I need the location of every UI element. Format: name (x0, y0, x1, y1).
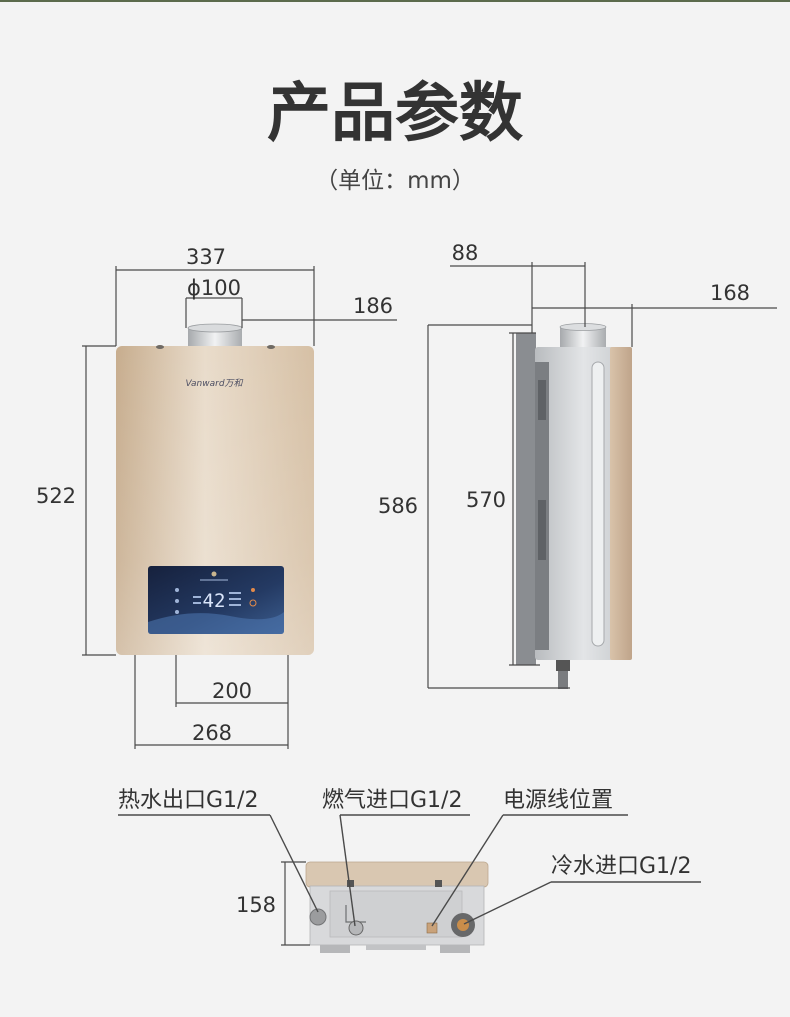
front-left-knob (156, 345, 164, 349)
display-indicator-2 (193, 602, 201, 604)
power-cord-leader (431, 814, 504, 927)
front-view: Vanward万和 42 337 ϕ100 186 522 (36, 245, 397, 749)
gas-inlet-fitting (348, 920, 364, 936)
bottom-skirt (366, 945, 426, 950)
hot-water-outlet-label: 热水出口G1/2 (118, 788, 258, 813)
display-brand-icon (211, 571, 217, 577)
side-heater-body (535, 347, 632, 660)
front-flue-top (187, 323, 243, 333)
display-icon-3 (175, 610, 179, 614)
side-view: 88 168 586 570 (378, 241, 777, 689)
dim-flue-depth-label: 88 (452, 241, 479, 265)
display-power-icon (251, 588, 255, 592)
bottom-foot-right (440, 945, 470, 953)
hot-water-outlet-leader (269, 814, 319, 913)
side-vent-slot (591, 361, 605, 647)
gas-inlet-leader (339, 814, 356, 927)
gas-inlet-label: 燃气进口G1/2 (322, 788, 462, 813)
front-flue-pipe (188, 328, 242, 348)
side-rear-detail-2 (538, 500, 546, 560)
side-flue-pipe (560, 327, 606, 348)
cold-water-inlet-label: 冷水进口G1/2 (551, 854, 691, 879)
bottom-front-cover (305, 861, 489, 888)
bottom-view: 158 热水出口G1/2 燃气进口G1/2 电源线位置 冷水进口G1/2 (118, 788, 701, 953)
dim-height-label: 522 (36, 484, 76, 508)
display-flame-icon (249, 599, 257, 607)
side-front-cover-edge (610, 347, 632, 660)
bottom-screw-right (435, 880, 442, 887)
side-bottom-pipe (558, 671, 568, 689)
dim-flue-diameter-label: ϕ100 (187, 276, 241, 300)
display-panel-wave (148, 612, 284, 634)
display-temperature: 42 (203, 590, 226, 612)
dim-flue-offset-label: 186 (353, 294, 393, 318)
side-bottom-fitting (556, 660, 570, 671)
display-indicator-5 (229, 604, 241, 606)
power-cord-outlet (426, 922, 438, 934)
top-border (0, 0, 790, 2)
display-indicator-1 (193, 596, 201, 598)
page-title: 产品参数 (267, 77, 523, 151)
cold-water-inlet-leader (463, 881, 552, 925)
bottom-foot-left (320, 945, 350, 953)
power-cord-label: 电源线位置 (503, 788, 613, 813)
dim-bracket-height-label: 570 (466, 488, 506, 512)
dim-depth-label: 168 (710, 281, 750, 305)
display-indicator-4 (229, 598, 241, 600)
side-mount-bracket (516, 333, 536, 665)
dim-total-height-label: 586 (378, 494, 418, 518)
dim-bracket-inner-label: 200 (212, 679, 252, 703)
display-icon-2 (175, 599, 179, 603)
front-right-knob (267, 345, 275, 349)
display-icon-1 (175, 588, 179, 592)
display-header-bar (200, 579, 228, 581)
dim-bracket-outer-label: 268 (192, 721, 232, 745)
brand-logo: Vanward万和 (185, 378, 243, 389)
cold-water-inlet-core (457, 919, 469, 931)
side-rear-detail-1 (538, 380, 546, 420)
side-flue-top (559, 323, 607, 331)
unit-note: （单位：mm） (315, 168, 475, 194)
dim-bottom-depth-label: 158 (236, 893, 276, 917)
bottom-screw-left (347, 880, 354, 887)
display-indicator-3 (229, 592, 241, 594)
hot-water-outlet-fitting (309, 908, 327, 926)
dim-width-label: 337 (186, 245, 226, 269)
